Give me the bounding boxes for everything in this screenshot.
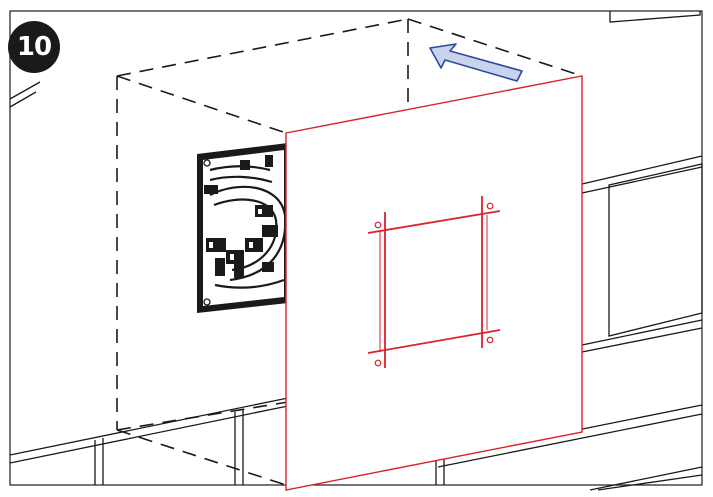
screw-hole-icon: [486, 336, 494, 344]
wall-line-2: [581, 166, 703, 194]
fitting-5: [262, 225, 278, 237]
screw-icon: [203, 298, 211, 306]
dashed-edge-2: [407, 18, 583, 77]
wall-line-8: [597, 474, 703, 491]
dashed-edge-7: [116, 401, 289, 431]
highlight-1: [209, 242, 213, 248]
dashed-edge-1: [116, 18, 409, 77]
arrow-up-left-icon: [429, 43, 523, 82]
wall-line-13: [9, 397, 289, 456]
fitting-8: [265, 155, 273, 167]
screw-hole-icon: [374, 359, 382, 367]
screw-hole-icon: [374, 221, 382, 229]
pipe-top-2: [209, 175, 273, 184]
pipe-loop-2: [213, 198, 278, 272]
step-number-label: 10: [16, 32, 52, 62]
fitting-3: [226, 250, 244, 264]
screw-icon: [203, 159, 211, 167]
pipe-loop-1: [209, 185, 287, 282]
wall-tile-mid: [608, 163, 703, 337]
fitting-10: [234, 264, 244, 278]
mount-line-bottom: [367, 329, 501, 354]
fitting-highlights: [209, 209, 262, 260]
fitting-7: [240, 160, 250, 170]
valve-manifold-icon: [209, 165, 287, 289]
cover-panel: [285, 75, 583, 491]
highlight-4: [258, 209, 262, 214]
wall-tiles: [435, 11, 703, 491]
wall-line-11: [9, 81, 41, 100]
valve-fittings: [204, 155, 278, 278]
fitting-6: [255, 205, 273, 217]
wall-line-6: [437, 413, 703, 468]
fitting-2: [206, 238, 226, 252]
panel-outline: [285, 75, 583, 491]
step-number-badge: 10: [8, 21, 60, 73]
wall-line-7: [589, 466, 703, 491]
pipe-bottom: [214, 278, 285, 289]
wall-line-3: [581, 319, 703, 346]
wall-line-1: [581, 155, 703, 185]
highlight-3: [249, 242, 253, 248]
screw-hole-icon: [486, 202, 494, 210]
highlight-2: [230, 254, 234, 260]
mount-line-top: [367, 210, 501, 234]
dashed-edge-3: [116, 75, 287, 134]
fitting-9: [215, 258, 225, 276]
wall-line-12: [9, 91, 37, 108]
plumbing-box: [197, 143, 288, 313]
wall-line-14: [9, 405, 289, 464]
direction-arrow: [429, 43, 523, 82]
wall-line-4: [581, 327, 703, 353]
fitting-1: [204, 185, 218, 194]
wall-tile-top: [609, 11, 701, 23]
fitting-4: [245, 238, 263, 252]
wall-tiles-left: [9, 81, 289, 485]
fitting-11: [262, 262, 274, 272]
dashed-edge-6: [116, 429, 287, 486]
